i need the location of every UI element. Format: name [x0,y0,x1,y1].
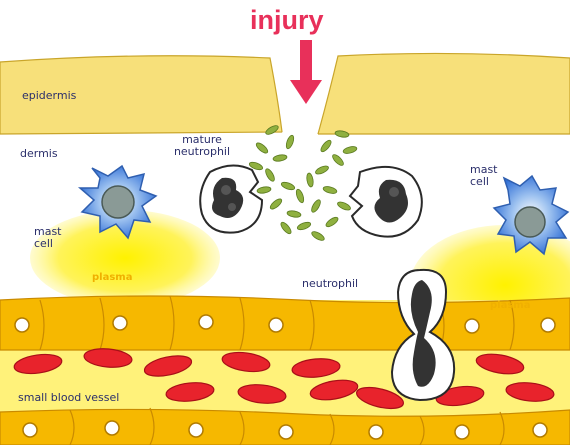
epidermis-right [318,53,570,134]
mature-neutrophil-label-line2: neutrophil [166,146,238,158]
epidermis-label: epidermis [22,90,76,102]
dermis-label: dermis [20,148,58,160]
injury-title: injury [250,6,324,34]
mast-cell-right-label: mast cell [470,164,498,188]
mature-neutrophil-right [350,167,422,237]
mature-neutrophil-label: mature neutrophil [166,134,238,158]
mature-neutrophil-left [200,165,262,232]
mast-cell-left-label-line2: cell [34,238,62,250]
injury-arrow-shaft [300,40,312,82]
injury-arrow-head [290,80,322,104]
plasma-right-label: plasma [490,300,530,312]
small-blood-vessel-label: small blood vessel [18,392,119,404]
plasma-left-label: plasma [92,272,132,284]
mast-cell-right-label-line2: cell [470,176,498,188]
neutrophil-label: neutrophil [302,278,358,290]
blood-vessel [0,296,570,445]
mast-cell-left-label: mast cell [34,226,62,250]
